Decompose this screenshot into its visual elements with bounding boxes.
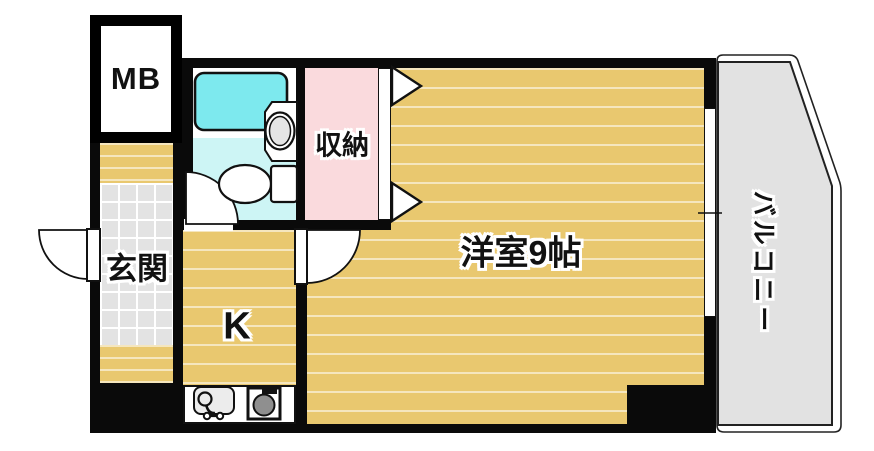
meter-box-room: MB bbox=[90, 15, 182, 143]
entrance-hall-strip-lower bbox=[100, 345, 173, 383]
main-room-label: 洋室9帖 bbox=[460, 234, 582, 273]
wall-bottom bbox=[90, 424, 627, 433]
balcony-label-text: バルコニー bbox=[749, 190, 777, 336]
washbasin-bowl-inner bbox=[268, 115, 292, 147]
storage-room-floor bbox=[305, 68, 378, 220]
stove-burner bbox=[252, 393, 276, 417]
wall-right-upper bbox=[704, 58, 716, 108]
closet-folding-door bbox=[378, 68, 391, 220]
entrance-tile-floor bbox=[100, 183, 173, 345]
balcony-label: バルコニー bbox=[742, 163, 788, 363]
kitchen-faucet-knob-left bbox=[202, 411, 212, 421]
entrance-door-leaf bbox=[86, 228, 101, 282]
wall-top bbox=[182, 58, 716, 68]
kitchen-floor bbox=[183, 230, 296, 385]
entrance-door-swing bbox=[38, 229, 89, 280]
wall-kitchen-divider bbox=[173, 230, 183, 433]
meter-box-label: MB bbox=[110, 61, 162, 96]
wall-bottom-left-block bbox=[90, 383, 183, 433]
kitchen-label: K bbox=[223, 305, 251, 348]
kitchen-door-leaf bbox=[294, 228, 308, 285]
wall-bathroom-bottom bbox=[233, 220, 305, 230]
wall-bathroom-left-upper bbox=[182, 58, 193, 230]
storage-label: 収納 bbox=[315, 130, 369, 161]
wall-corner-pillar bbox=[627, 385, 716, 433]
kitchen-faucet-head bbox=[197, 391, 213, 407]
closet-door-triangle-bottom bbox=[390, 180, 424, 224]
closet-door-triangle-top bbox=[390, 64, 424, 108]
entrance-hall-strip-upper bbox=[100, 143, 173, 183]
entrance-label: 玄関 bbox=[106, 251, 168, 287]
wall-left bbox=[90, 143, 100, 433]
wall-kitchen-right bbox=[296, 230, 307, 424]
stove-grill bbox=[262, 388, 277, 394]
toilet-bowl bbox=[217, 163, 273, 205]
balcony-outer-rail bbox=[716, 54, 842, 433]
balcony-floor bbox=[717, 61, 833, 426]
wall-bathroom-right bbox=[296, 58, 305, 230]
wall-storage-bottom bbox=[296, 220, 391, 230]
toilet-tank bbox=[269, 164, 299, 204]
kitchen-door-swing bbox=[306, 229, 361, 284]
kitchen-faucet-knob-right bbox=[215, 411, 225, 421]
